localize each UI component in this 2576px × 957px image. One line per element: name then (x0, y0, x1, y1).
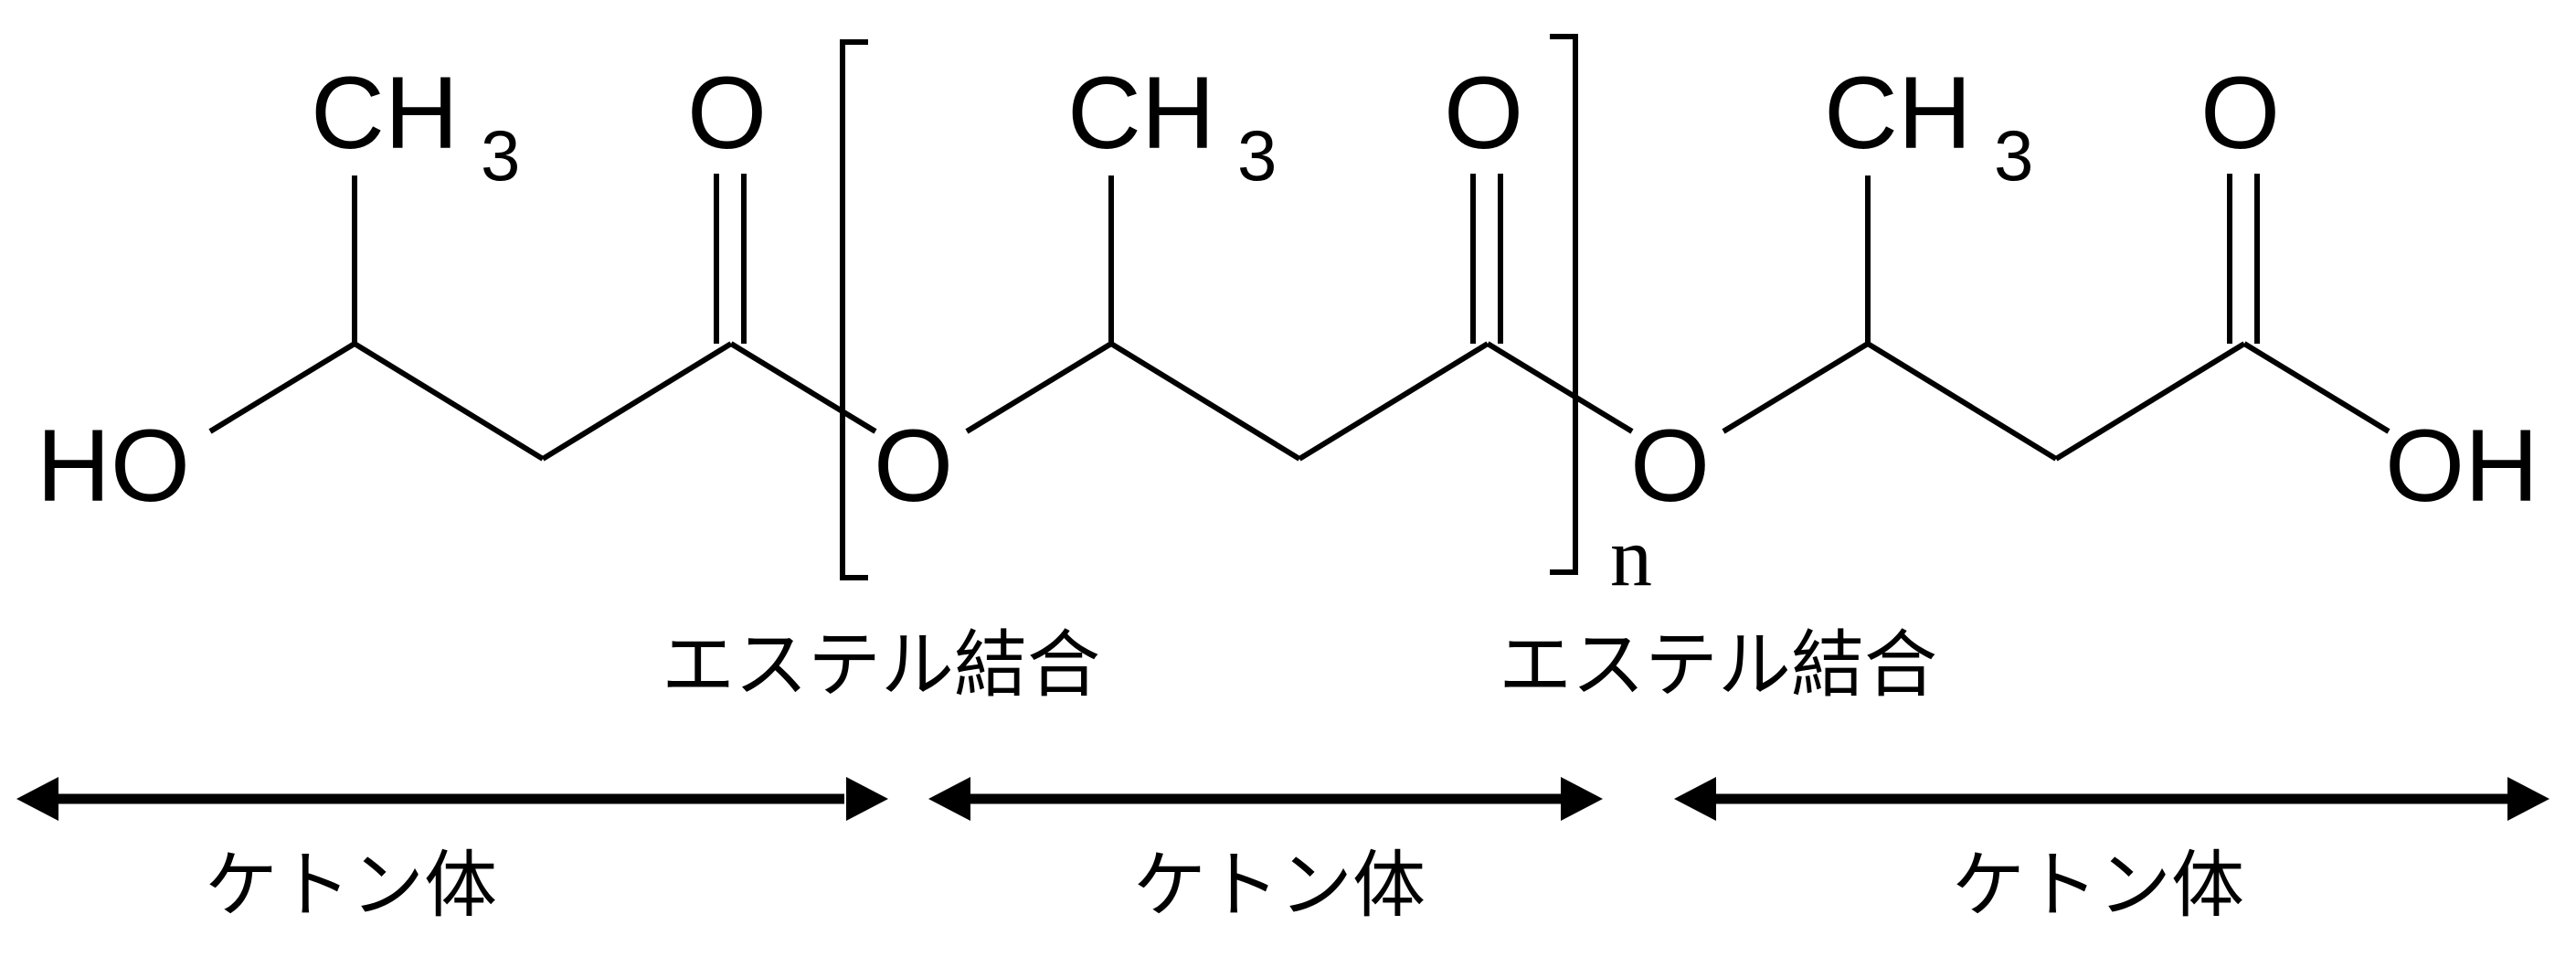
methyl-subscript: 3 (481, 115, 520, 196)
arrow-head-right (846, 777, 888, 821)
methyl-subscript: 3 (1237, 115, 1277, 196)
arrow-head-right (1561, 777, 1603, 821)
arrow-head-left (928, 777, 970, 821)
bond-ch2-c2 (2054, 341, 2246, 462)
bond-ch2-c2 (541, 341, 733, 462)
bond-ester-o-c1 (965, 341, 1113, 434)
double-arrow (16, 777, 888, 821)
bond-c1-ch2 (353, 341, 545, 462)
left-bracket (840, 39, 868, 580)
bond-c2-ester-o (1486, 341, 1634, 434)
bond-c1-ch2 (1866, 341, 2058, 462)
ester-bond-label: エステル結合 (1499, 622, 1937, 707)
methyl-ch-text: CH (1067, 56, 1215, 170)
arrow-head-left (16, 777, 58, 821)
ketone-body-label: ケトン体 (1952, 843, 2244, 928)
unit-3-bonds (1722, 174, 2390, 462)
carbonyl-oxygen-label: O (1444, 56, 1523, 170)
ketone-body-label: ケトン体 (1133, 843, 1426, 928)
ester-oxygen-label: O (1630, 409, 1710, 523)
bond-ch2-c2 (1298, 341, 1489, 462)
repeat-count-n: n (1610, 510, 1652, 603)
unit-2-bonds (965, 174, 1634, 462)
bond-c2-oh (2242, 341, 2390, 434)
methyl-ch-text: CH (1824, 56, 1972, 170)
hydroxyl-ho-label: HO (37, 409, 190, 523)
right-bracket (1550, 34, 1578, 575)
arrow-head-left (1674, 777, 1716, 821)
double-arrow (1674, 777, 2549, 821)
arrow-head-right (2507, 777, 2549, 821)
ester-oxygen-label: O (874, 409, 953, 523)
ester-bond-label: エステル結合 (662, 622, 1100, 707)
unit-1-bonds (208, 174, 877, 462)
methyl-subscript: 3 (1994, 115, 2033, 196)
methyl-group-label: CH 3 (1067, 56, 1277, 196)
carbonyl-oxygen-label: O (687, 56, 767, 170)
ketone-body-label: ケトン体 (205, 843, 497, 928)
methyl-group-label: CH 3 (311, 56, 520, 196)
hydroxyl-oh-label: OH (2385, 409, 2539, 523)
carbonyl-oxygen-label: O (2200, 56, 2280, 170)
double-arrow (928, 777, 1603, 821)
bond-c1-ch2 (1109, 341, 1301, 462)
bond-ho-c1 (208, 341, 356, 434)
methyl-group-label: CH 3 (1824, 56, 2033, 196)
bond-c2-ester-o (729, 341, 877, 434)
methyl-ch-text: CH (311, 56, 459, 170)
bond-ester-o-c1 (1722, 341, 1870, 434)
